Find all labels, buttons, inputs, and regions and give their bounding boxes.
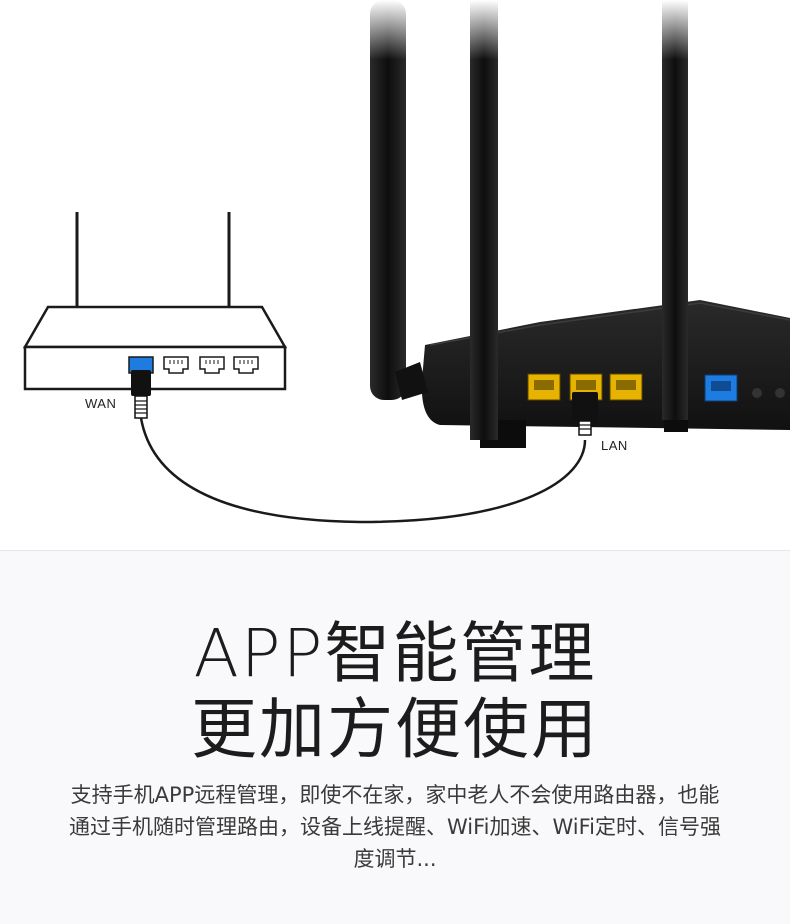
router-lan-ports (527, 373, 643, 401)
lan-label: LAN (601, 438, 628, 453)
modem-top (22, 305, 288, 349)
router-drawing (360, 0, 790, 448)
router-wan-port (704, 374, 738, 402)
router-button-2 (775, 388, 785, 398)
wan-plug (131, 370, 151, 396)
wan-label: WAN (85, 396, 117, 411)
feature-section: APP智能管理 更加方便使用 支持手机APP远程管理，即使不在家，家中老人不会使… (0, 550, 790, 924)
headline-line-1: APP智能管理 (193, 615, 597, 692)
modem-drawing (22, 212, 288, 419)
router-body (421, 300, 790, 430)
headline-line-2: 更加方便使用 (191, 691, 599, 768)
connection-diagram-svg (22, 0, 790, 524)
router-connection-illustration: WAN LAN (22, 0, 790, 524)
lan-plug (572, 392, 598, 422)
ethernet-cable (139, 417, 587, 524)
router-button-1 (752, 388, 762, 398)
modem-lan-ports (163, 356, 259, 374)
feature-description: 支持手机APP远程管理，即使不在家，家中老人不会使用路由器，也能通过手机随时管理… (68, 783, 722, 871)
